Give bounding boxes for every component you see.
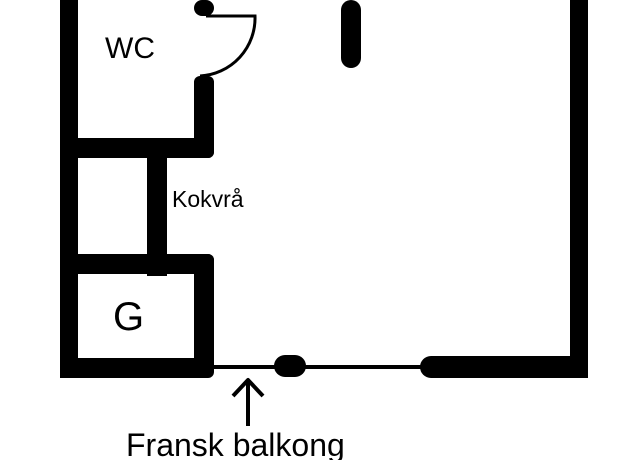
french-balcony-rail [210, 355, 424, 377]
right-outer-wall [570, 0, 588, 378]
room-label-kitchenette: Kokvrå [172, 186, 244, 212]
interior-walls [60, 0, 361, 378]
french-balcony-label: Fransk balkong [126, 427, 345, 460]
g-right-wall [194, 254, 214, 378]
bottom-right-wall [420, 356, 588, 378]
g-top-wall [60, 254, 214, 274]
balcony-rail-knob [274, 355, 306, 377]
kitchenette-divider [147, 150, 167, 276]
outer-walls [60, 0, 588, 378]
wc-wall-lower [194, 76, 214, 158]
wc-bottom-wall [60, 138, 214, 158]
left-outer-wall [60, 0, 78, 378]
room-label-g: G [113, 295, 144, 339]
partition-stub [341, 0, 361, 68]
bottom-left-wall [60, 358, 212, 378]
wc-wall-upper [194, 0, 214, 16]
up-arrow-icon [231, 378, 265, 426]
room-label-wc: WC [105, 32, 155, 65]
door-swing-icon [199, 14, 257, 78]
